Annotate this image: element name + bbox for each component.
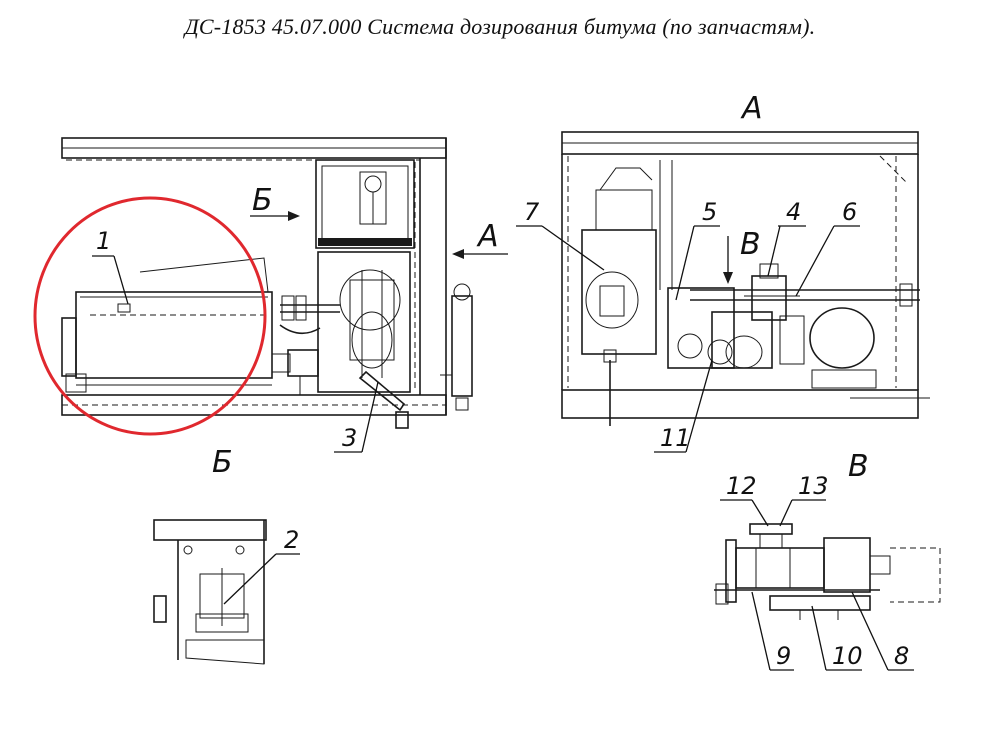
drawing-title: ДС-1853 45.07.000 Система дозирования би… bbox=[184, 14, 816, 39]
view-b-drawing bbox=[153, 519, 267, 665]
part-number-12: 12 bbox=[726, 472, 757, 500]
callout-7: 7 bbox=[516, 198, 605, 271]
main-side-view bbox=[61, 137, 473, 429]
callout-13: 13 bbox=[779, 472, 829, 527]
part-number-9: 9 bbox=[776, 642, 791, 670]
callout-11: 11 bbox=[654, 359, 713, 453]
callout-8: 8 bbox=[851, 591, 914, 671]
callout-5: 5 bbox=[675, 198, 720, 301]
callout-10: 10 bbox=[811, 605, 863, 671]
part-number-7: 7 bbox=[524, 198, 540, 226]
view-v-drawing bbox=[714, 523, 941, 620]
part-number-8: 8 bbox=[894, 642, 909, 670]
callout-6: 6 bbox=[795, 198, 860, 297]
callout-3: 3 bbox=[334, 381, 379, 453]
view-arrow-a bbox=[452, 249, 508, 259]
callout-4: 4 bbox=[767, 198, 806, 277]
view-arrow-b bbox=[250, 211, 300, 221]
callout-9: 9 bbox=[751, 591, 794, 671]
callout-12: 12 bbox=[720, 472, 769, 527]
part-number-10: 10 bbox=[832, 642, 863, 670]
part-number-4: 4 bbox=[786, 198, 801, 226]
view-arrow-v bbox=[723, 236, 733, 284]
part-number-13: 13 bbox=[798, 472, 829, 500]
callout-1: 1 bbox=[92, 227, 129, 305]
view-label-v-title: В bbox=[848, 449, 869, 484]
view-label-a-arrow: А bbox=[476, 219, 499, 254]
view-label-b-title: Б bbox=[212, 445, 233, 480]
part-number-2: 2 bbox=[284, 526, 299, 554]
part-number-6: 6 bbox=[842, 198, 857, 226]
part-number-11: 11 bbox=[660, 424, 691, 452]
view-label-a-title: А bbox=[740, 91, 763, 126]
part-number-1: 1 bbox=[96, 227, 111, 255]
highlight-circle bbox=[33, 196, 267, 436]
callout-2: 2 bbox=[223, 526, 300, 605]
view-label-v-arrow: В bbox=[740, 227, 761, 262]
view-label-b-arrow: Б bbox=[252, 183, 273, 218]
part-number-3: 3 bbox=[342, 424, 357, 452]
part-number-5: 5 bbox=[702, 198, 717, 226]
view-a-drawing bbox=[561, 131, 930, 426]
